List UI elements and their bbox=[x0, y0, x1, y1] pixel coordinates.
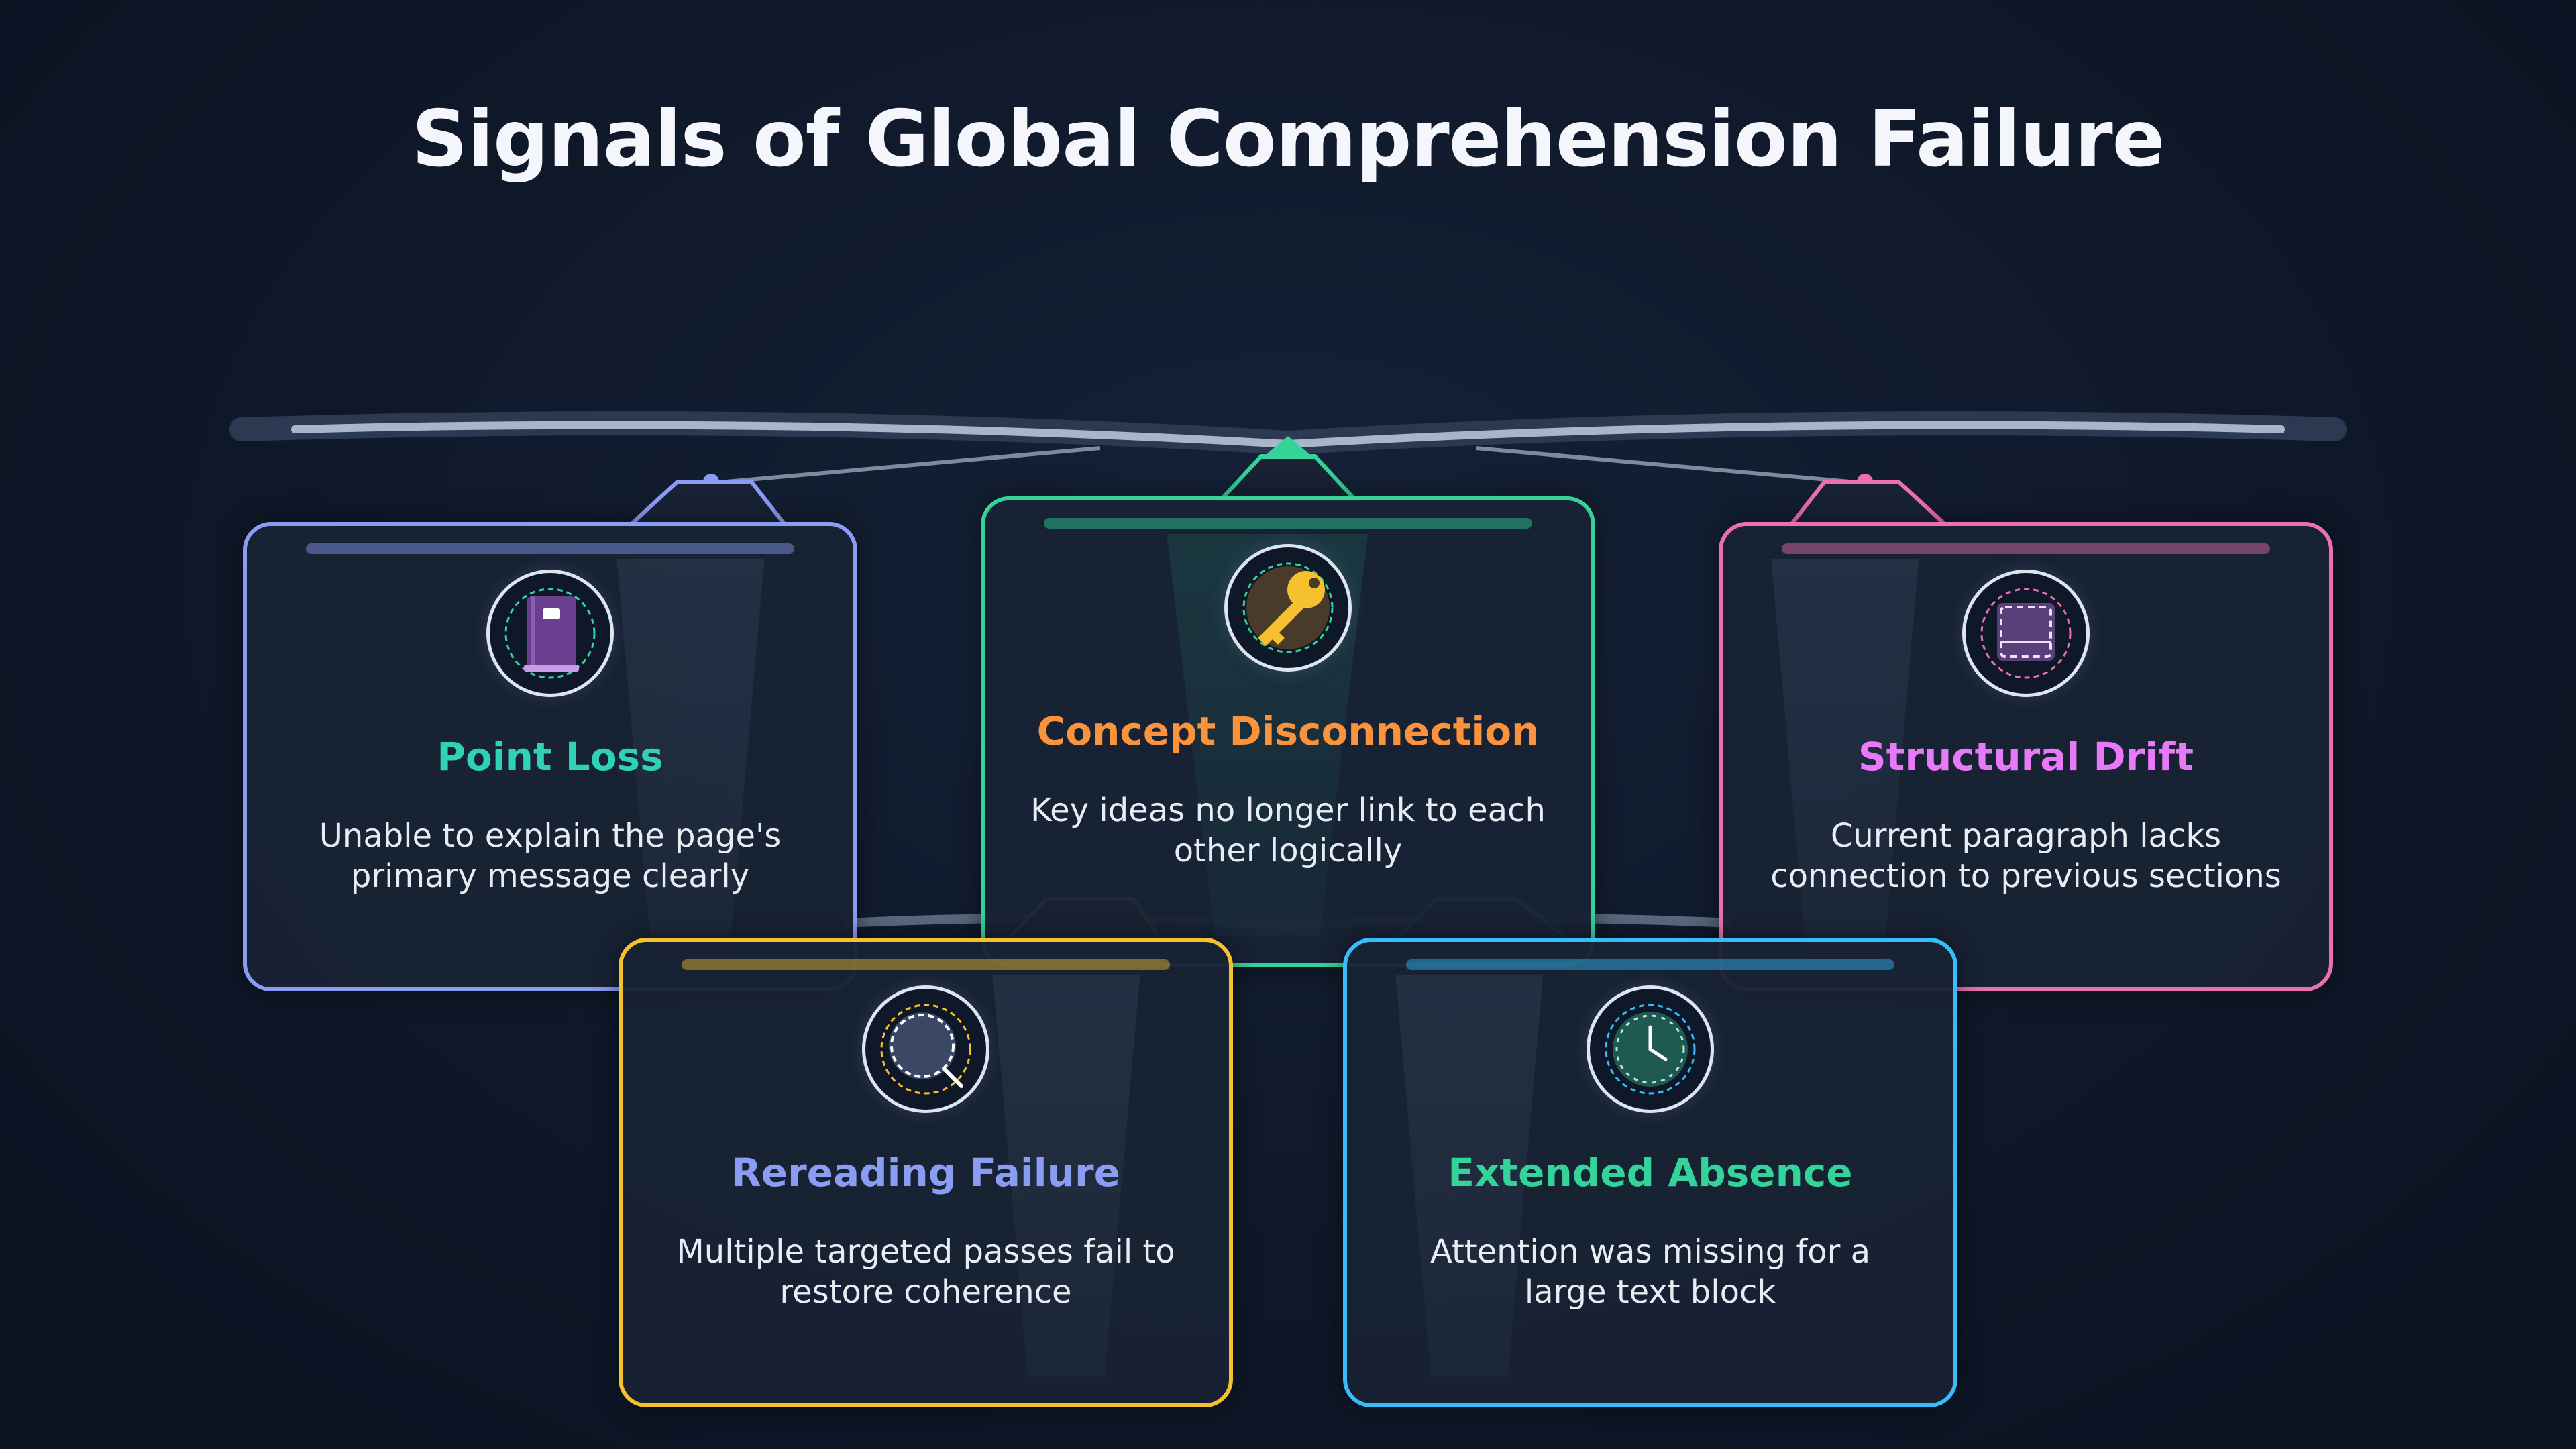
magnifier-icon bbox=[865, 989, 986, 1110]
card-structural-drift: Structural Drift Current paragraph lacks… bbox=[1719, 522, 2333, 991]
card-description: Multiple targeted passes fail to restore… bbox=[676, 1233, 1175, 1311]
card-point-loss: Point Loss Unable to explain the page's … bbox=[243, 522, 857, 991]
card-label: Extended Absence bbox=[1448, 1150, 1853, 1195]
card-top-bar bbox=[306, 543, 794, 554]
card-top-bar bbox=[682, 959, 1170, 970]
card-top-bar bbox=[1782, 543, 2270, 554]
card-label: Concept Disconnection bbox=[1036, 708, 1540, 754]
clock-icon bbox=[1590, 989, 1711, 1110]
card-description: Unable to explain the page's primary mes… bbox=[319, 817, 782, 895]
card-description: Attention was missing for a large text b… bbox=[1430, 1233, 1870, 1311]
page-title: Signals of Global Comprehension Failure bbox=[411, 94, 2165, 184]
dashed-square-icon bbox=[1966, 573, 2086, 694]
card-description: Current paragraph lacks connection to pr… bbox=[1770, 817, 2282, 895]
card-description: Key ideas no longer link to each other l… bbox=[1030, 792, 1546, 869]
key-icon bbox=[1228, 547, 1348, 668]
card-label: Rereading Failure bbox=[731, 1150, 1120, 1195]
card-top-bar bbox=[1406, 959, 1894, 970]
notebook-icon bbox=[490, 573, 610, 694]
card-label: Structural Drift bbox=[1858, 734, 2194, 780]
card-extended-absence: Extended Absence Attention was missing f… bbox=[1343, 938, 1957, 1407]
card-rereading-failure: Rereading Failure Multiple targeted pass… bbox=[619, 938, 1233, 1407]
card-concept-disconnection: Concept Disconnection Key ideas no longe… bbox=[981, 496, 1595, 967]
card-top-bar bbox=[1044, 518, 1532, 529]
card-label: Point Loss bbox=[437, 734, 663, 780]
